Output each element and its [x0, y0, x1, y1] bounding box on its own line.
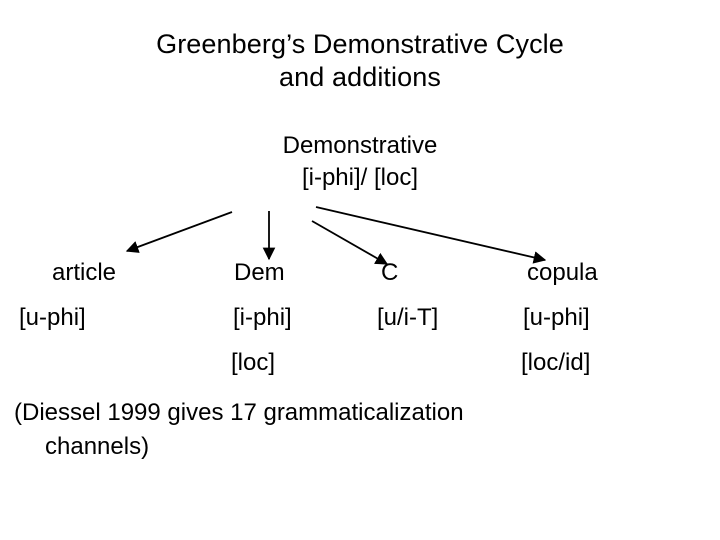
- column-head-article: article: [52, 259, 117, 286]
- footnote-line-1: (Diessel 1999 gives 17 grammaticalizatio…: [14, 399, 464, 426]
- column-feature1-dem: [i-phi]: [233, 304, 292, 331]
- column-head-c: C: [381, 259, 399, 286]
- footnote-line-2: channels): [45, 433, 150, 460]
- column-feature2-dem: [loc]: [231, 349, 276, 376]
- column-head-copula: copula: [527, 259, 598, 286]
- page-title: Greenberg’s Demonstrative Cycle and addi…: [0, 28, 720, 94]
- page-title-line-2: and additions: [279, 62, 441, 92]
- source-node: Demonstrative [i-phi]/ [loc]: [0, 130, 720, 194]
- arrow-to-c: [311, 220, 389, 265]
- page-title-line-1: Greenberg’s Demonstrative Cycle: [156, 29, 564, 59]
- column-feature1-article: [u-phi]: [19, 304, 86, 331]
- column-feature2-copula: [loc/id]: [521, 349, 591, 376]
- column-head-dem: Dem: [234, 259, 285, 286]
- source-node-features: [i-phi]/ [loc]: [301, 164, 419, 191]
- column-feature1-copula: [u-phi]: [523, 304, 590, 331]
- arrow-to-copula: [315, 206, 547, 264]
- arrow-to-article: [125, 211, 233, 253]
- footnote: (Diessel 1999 gives 17 grammaticalizatio…: [14, 396, 714, 464]
- source-node-label: Demonstrative: [282, 132, 438, 159]
- column-feature1-c: [u/i-T]: [377, 304, 439, 331]
